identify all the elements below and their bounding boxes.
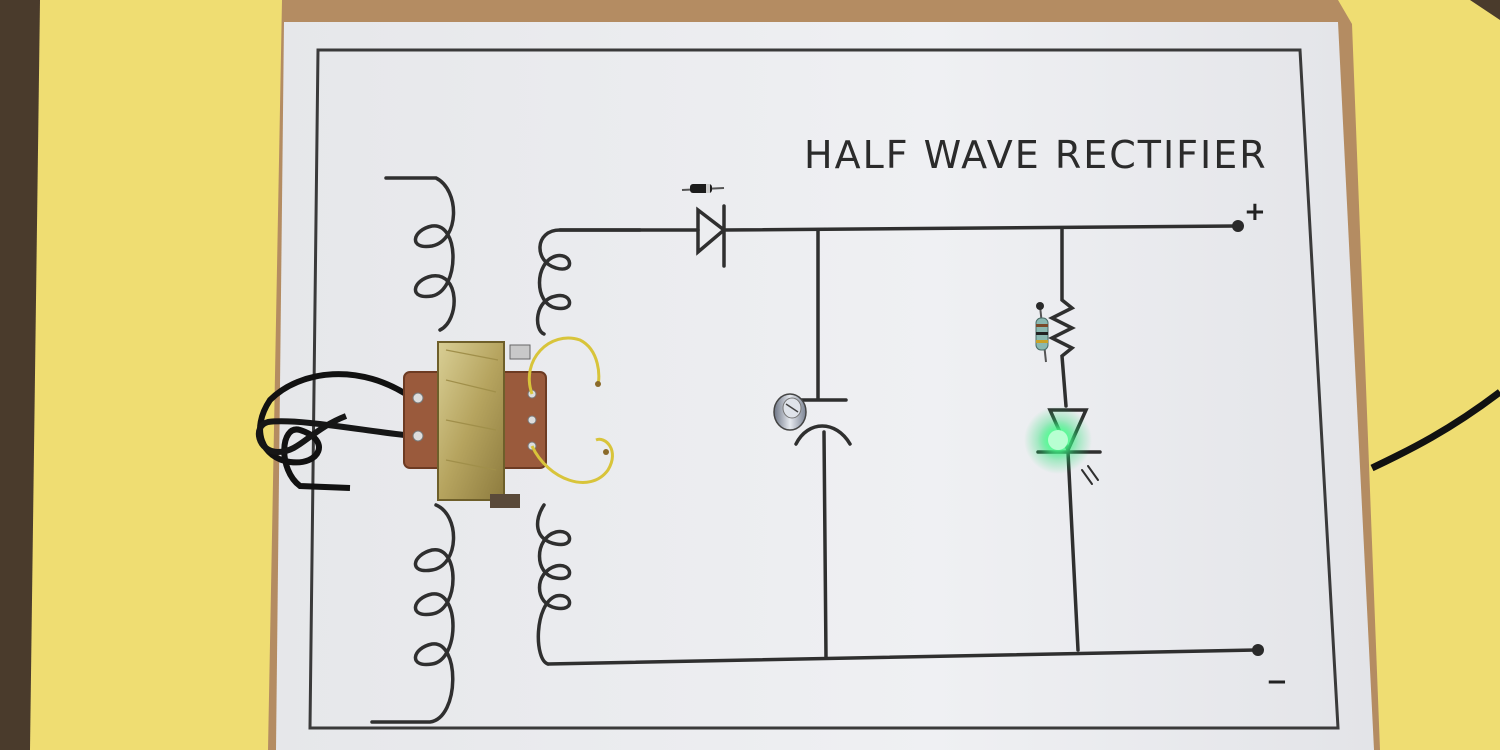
primary-winding xyxy=(370,176,456,724)
border-frame xyxy=(308,48,1340,730)
led-component xyxy=(1024,406,1092,474)
resistor-component xyxy=(1035,302,1049,363)
capacitor-wire xyxy=(794,228,852,660)
negative-sign: − xyxy=(1266,667,1288,697)
positive-sign: + xyxy=(1244,197,1266,227)
board-title: HALF WAVE RECTIFIER xyxy=(804,133,1268,177)
diode-component xyxy=(681,184,725,193)
diode-symbol xyxy=(696,204,727,268)
transformer-component xyxy=(255,336,614,508)
power-cable xyxy=(1370,389,1500,472)
resistor-symbol xyxy=(1048,226,1076,408)
bottom-rail xyxy=(546,648,1258,666)
led-emission-arrows xyxy=(1081,465,1099,485)
positive-terminal-dot xyxy=(1232,220,1244,232)
top-rail xyxy=(558,224,1238,232)
negative-terminal-dot xyxy=(1252,644,1264,656)
capacitor-component xyxy=(773,393,807,431)
secondary-winding xyxy=(535,228,642,666)
